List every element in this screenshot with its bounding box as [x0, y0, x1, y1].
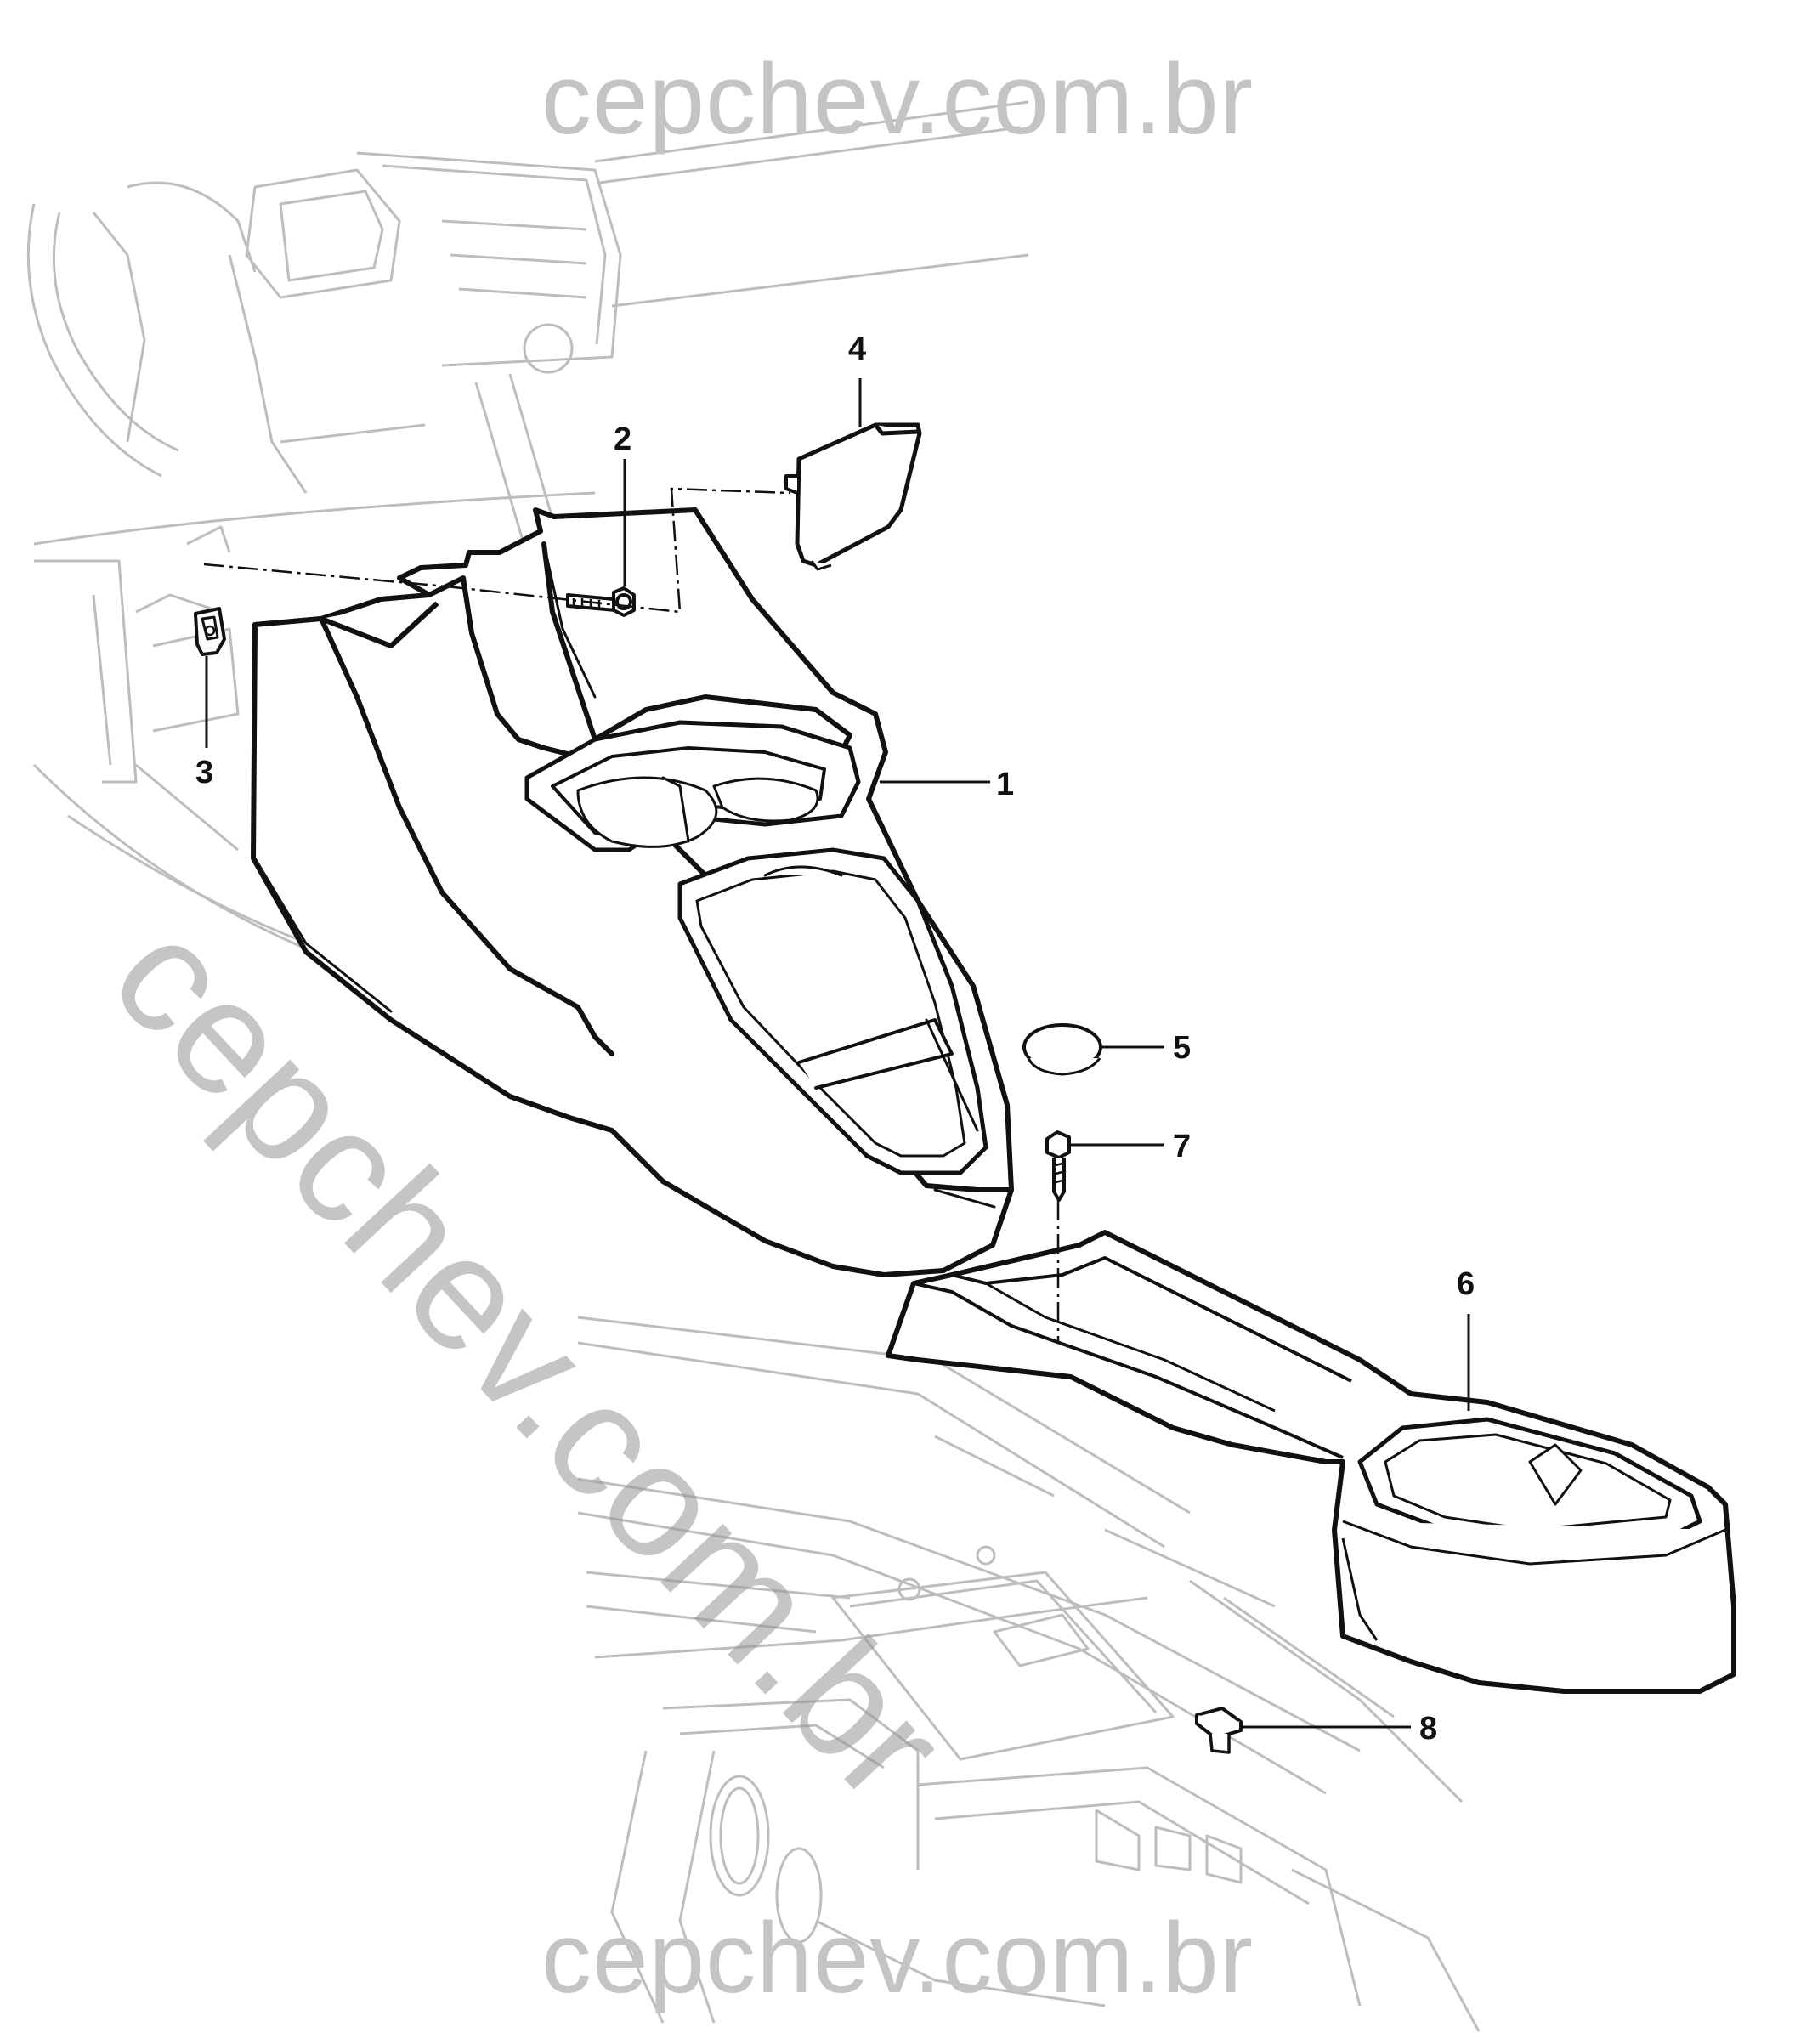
callout-2: 2	[614, 422, 632, 457]
watermark-top: cepchev.com.br	[541, 43, 1254, 156]
callout-1: 1	[996, 767, 1015, 802]
part-5-plug-cap	[1022, 1023, 1102, 1076]
callout-4: 4	[848, 331, 867, 367]
leader-lines	[205, 378, 1470, 1729]
callout-8: 8	[1419, 1711, 1438, 1747]
dashboard-context	[26, 100, 1029, 971]
part-8-clip	[1195, 1707, 1243, 1754]
watermark-bottom: cepchev.com.br	[541, 1902, 1254, 2014]
callout-7: 7	[1173, 1129, 1192, 1164]
part-4-cover-panel	[784, 422, 922, 571]
part-7-screw	[1045, 1130, 1071, 1202]
callout-3: 3	[195, 755, 214, 790]
assembly-lines	[203, 487, 1060, 1343]
part-6-rear-tray	[886, 1230, 1736, 1694]
part-3-clip-nut	[194, 607, 226, 656]
callout-6: 6	[1457, 1266, 1475, 1302]
callout-5: 5	[1173, 1030, 1192, 1066]
part-1-center-console	[251, 507, 1014, 1277]
